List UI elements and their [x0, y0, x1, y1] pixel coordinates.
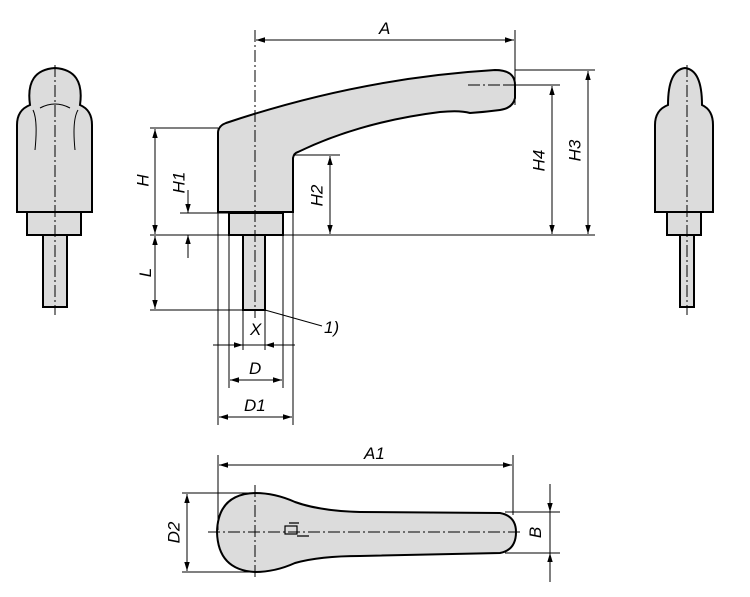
footnote-ref: 1): [324, 318, 340, 337]
collar: [666, 211, 702, 236]
collar: [228, 212, 284, 236]
body: [654, 66, 714, 213]
label-a: A: [379, 19, 391, 38]
kipp-logo: [284, 522, 309, 537]
label-h1: H1: [169, 171, 189, 194]
label-x: X: [250, 320, 262, 339]
label-h3: H3: [565, 139, 585, 162]
label-d1: D1: [244, 396, 266, 415]
label-h: H: [133, 174, 153, 187]
label-a1: A1: [364, 444, 385, 463]
left-side-view: [16, 65, 93, 315]
label-b: B: [526, 526, 546, 539]
label-d2: D2: [164, 521, 184, 544]
label-l: L: [136, 267, 156, 278]
stud: [242, 234, 266, 311]
front-view: [150, 30, 595, 425]
label-d: D: [249, 359, 262, 378]
handle-top: [215, 491, 518, 574]
handle: [217, 68, 516, 213]
right-side-view: [654, 65, 714, 315]
collar: [26, 211, 82, 236]
top-view: [182, 455, 560, 582]
label-h4: H4: [529, 149, 549, 172]
label-h2: H2: [307, 184, 327, 207]
